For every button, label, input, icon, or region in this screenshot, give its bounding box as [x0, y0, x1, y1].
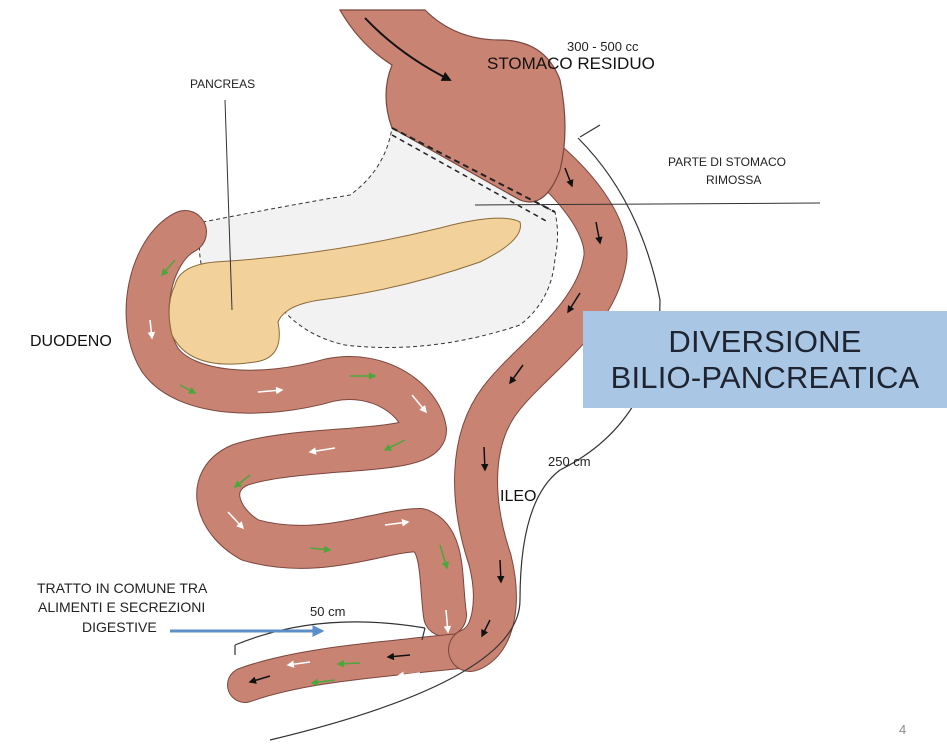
parte-stomaco-label-line2: RIMOSSA: [706, 173, 761, 187]
ileo-label: ILEO: [500, 488, 536, 506]
flow-arrow-green: [338, 663, 360, 664]
tratto-label-line1: TRATTO IN COMUNE TRA: [37, 580, 207, 596]
tratto-label-line3: DIGESTIVE: [82, 619, 157, 635]
duodeno-label: DUODENO: [30, 333, 112, 351]
parte-stomaco-label-line1: PARTE DI STOMACO: [668, 155, 786, 169]
diversione-banner: DIVERSIONE BILIO-PANCREATICA: [583, 311, 947, 408]
flow-arrow-black: [500, 560, 501, 582]
banner-title-line1: DIVERSIONE: [668, 324, 861, 360]
tratto-label-line2: ALIMENTI E SECREZIONI: [38, 599, 205, 615]
flow-arrow-black: [484, 447, 485, 470]
pancreas-label: PANCREAS: [190, 77, 255, 91]
length-250-label: 250 cm: [548, 454, 591, 469]
stomaco-residuo-label: STOMACO RESIDUO: [487, 54, 655, 74]
volume-label: 300 - 500 cc: [567, 39, 639, 54]
length-50-label: 50 cm: [310, 604, 345, 619]
slide-number: 4: [899, 722, 906, 737]
banner-title-line2: BILIO-PANCREATICA: [611, 360, 920, 396]
